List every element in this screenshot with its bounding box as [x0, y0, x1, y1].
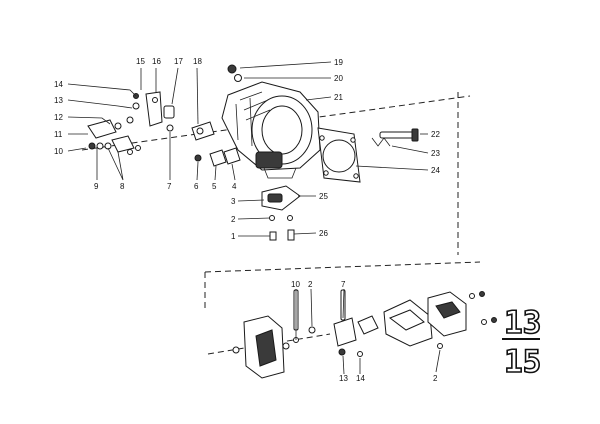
callout-10: 10: [54, 147, 63, 156]
idle-adjust-block: [261, 185, 301, 211]
callout-1: 1: [231, 232, 236, 241]
callout-21: 21: [334, 93, 343, 102]
callout-7: 7: [167, 182, 172, 191]
callout-17: 17: [174, 57, 183, 66]
callout-13: 13: [54, 96, 63, 105]
callout-15: 15: [136, 57, 145, 66]
upper-assembly: 14 13 12 11 10 15 16 17 18 19 20 21 22 2…: [54, 57, 471, 255]
callout-lower-7: 7: [341, 280, 346, 289]
callout-9: 9: [94, 182, 99, 191]
right-housing: [383, 291, 467, 347]
top-screws: [227, 64, 242, 82]
callout-lower-2b: 2: [433, 374, 438, 383]
callout-4: 4: [232, 182, 237, 191]
callout-lower-2: 2: [308, 280, 313, 289]
callout-6: 6: [194, 182, 199, 191]
callout-24: 24: [431, 166, 440, 175]
callout-18: 18: [193, 57, 202, 66]
callout-5: 5: [212, 182, 217, 191]
group-number: 13 15: [502, 304, 542, 381]
callout-14: 14: [54, 80, 63, 89]
callout-11: 11: [54, 130, 63, 139]
lower-callouts: 10 2 7 13 14 2: [291, 280, 438, 383]
callout-19: 19: [334, 58, 343, 67]
group-number-top: 13: [504, 305, 541, 341]
bottom-screws: [269, 215, 295, 241]
linkage-levers: [87, 91, 175, 155]
callout-lower-13: 13: [339, 374, 348, 383]
flange-gasket: [317, 127, 361, 183]
throttle-shaft: [191, 121, 215, 141]
upper-callouts: 14 13 12 11 10 15 16 17 18 19 20 21 22 2…: [54, 57, 440, 241]
right-screws: [437, 291, 497, 349]
lower-leader-lines: [295, 288, 441, 375]
upper-leader-lines: [67, 61, 429, 237]
left-cover-housing: [232, 315, 299, 379]
long-bolt: [371, 128, 419, 147]
callout-lower-10: 10: [291, 280, 300, 289]
callout-3: 3: [231, 197, 236, 206]
throttle-body: [221, 81, 321, 179]
callout-20: 20: [334, 74, 343, 83]
callout-lower-14: 14: [356, 374, 365, 383]
callout-12: 12: [54, 113, 63, 122]
callout-23: 23: [431, 149, 440, 158]
callout-8: 8: [120, 182, 125, 191]
group-number-bottom: 15: [504, 344, 541, 380]
callout-26: 26: [319, 229, 328, 238]
callout-22: 22: [431, 130, 440, 139]
callout-25: 25: [319, 192, 328, 201]
lower-assembly: 10 2 7 13 14 2: [204, 261, 497, 383]
callout-16: 16: [152, 57, 161, 66]
small-lever-parts: [194, 147, 241, 167]
linkage-bracket: [333, 315, 379, 357]
callout-2: 2: [231, 215, 236, 224]
